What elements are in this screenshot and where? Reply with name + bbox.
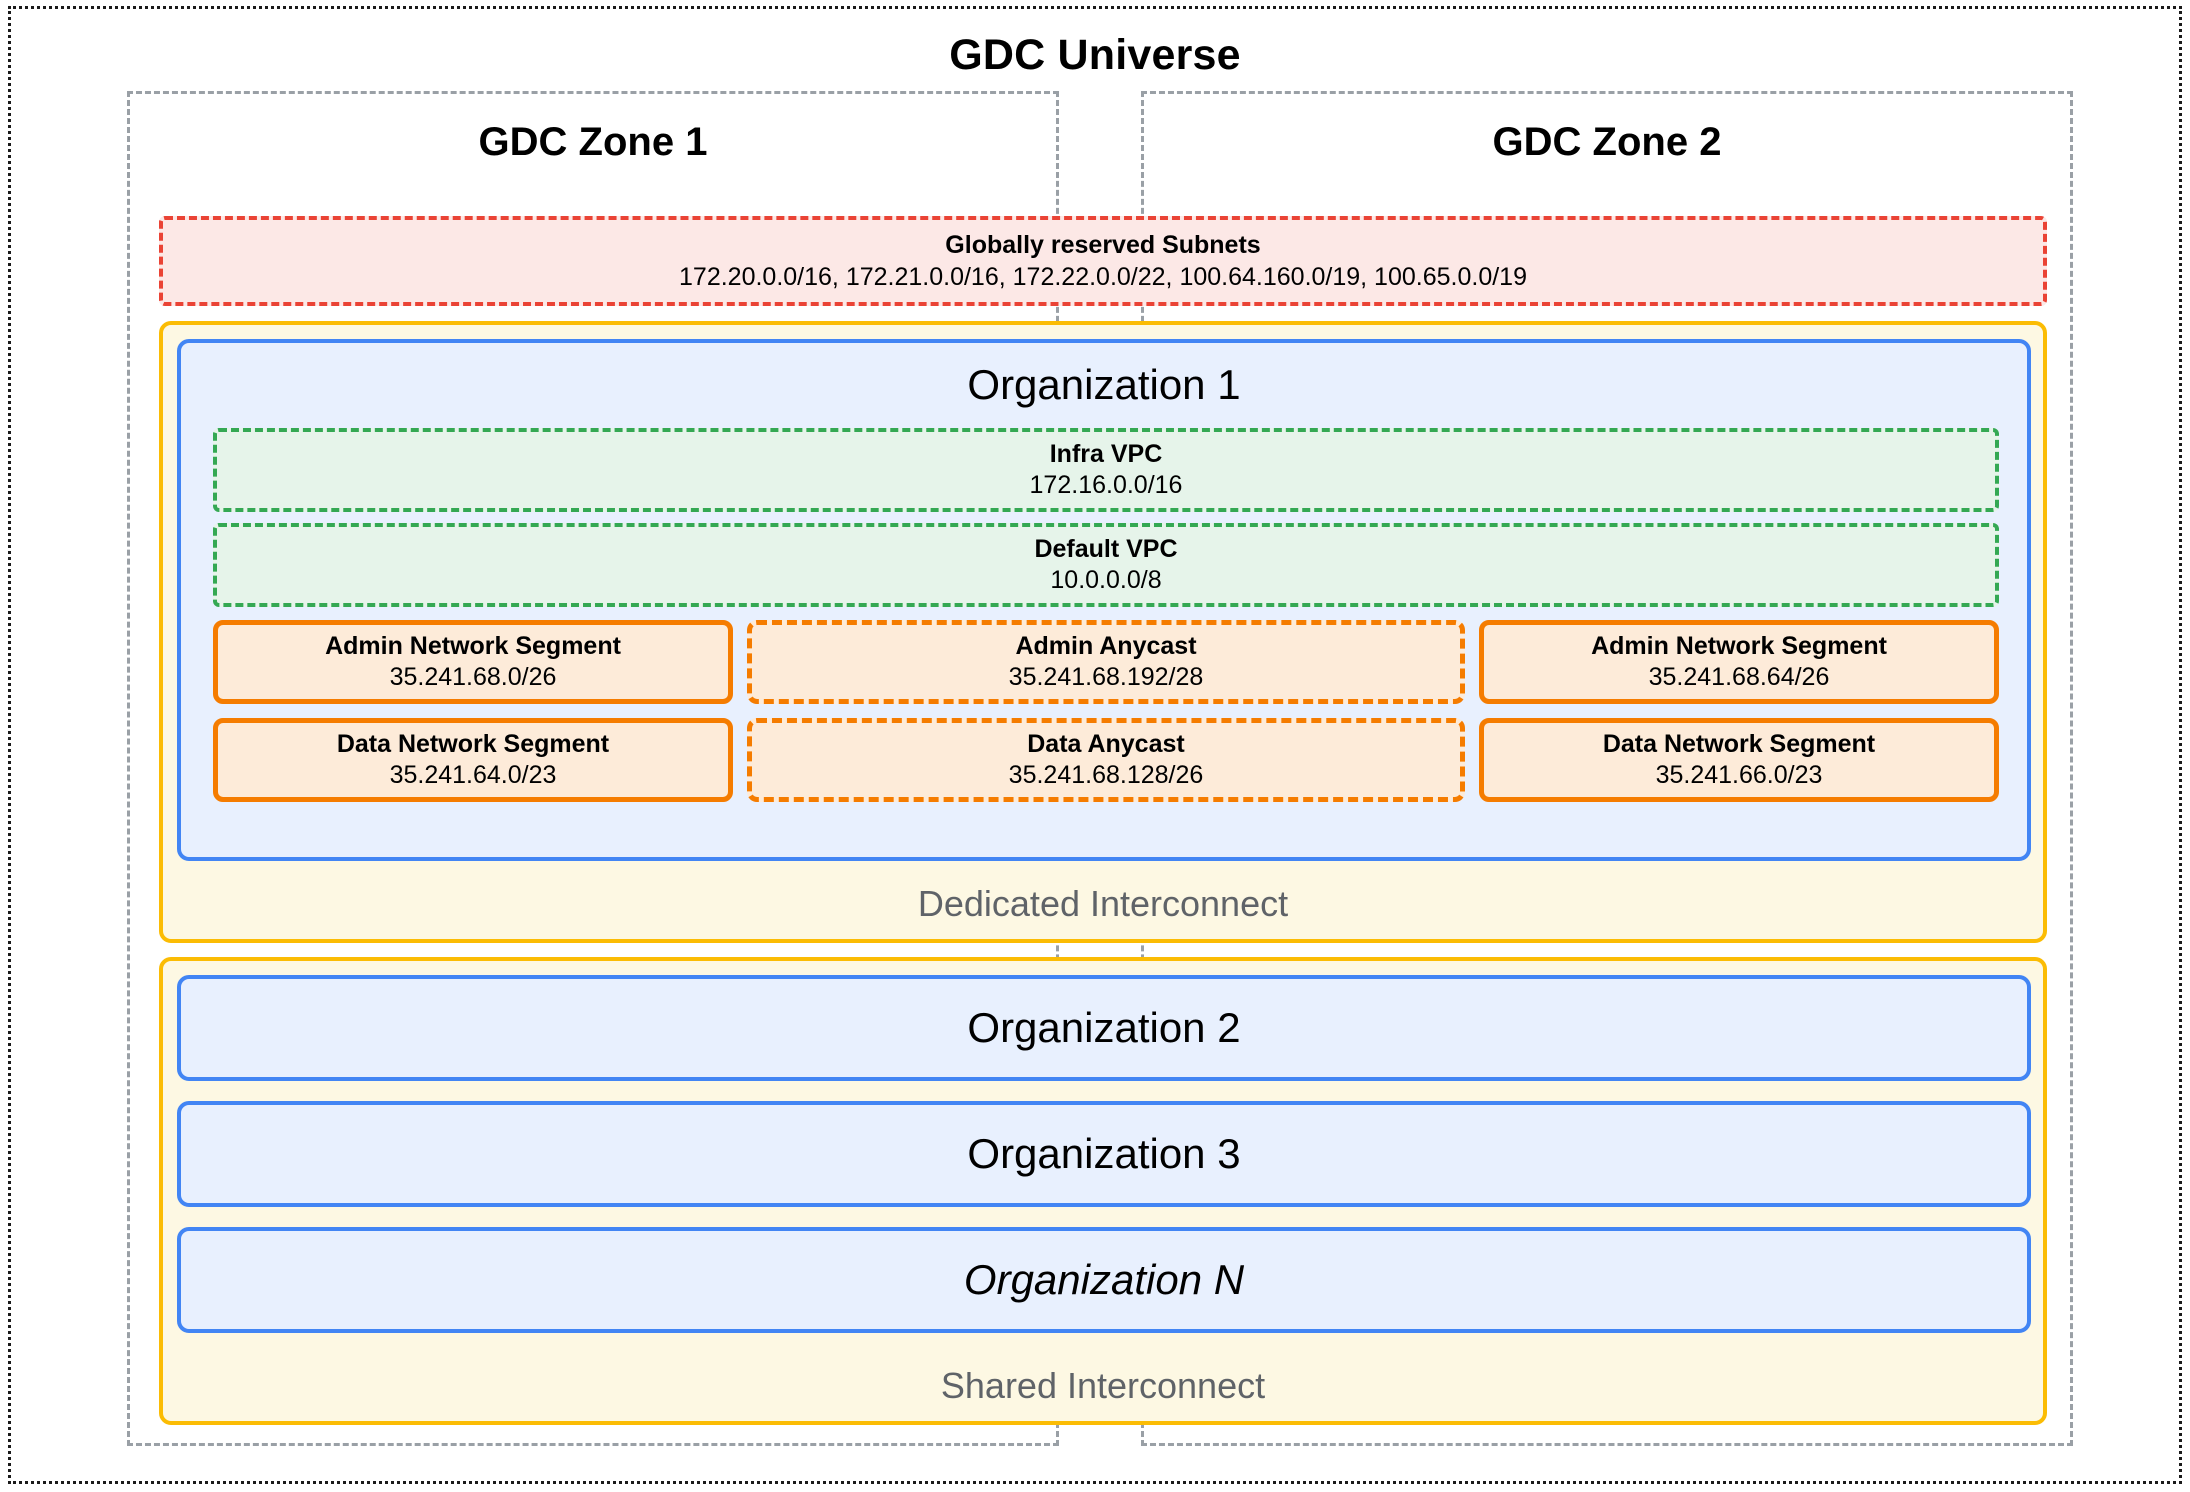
- organization-3-title: Organization 3: [967, 1130, 1241, 1177]
- gdc-universe-container: GDC Universe GDC Zone 1 GDC Zone 2 Globa…: [8, 6, 2182, 1484]
- organization-1-box: Organization 1 Infra VPC 172.16.0.0/16 D…: [177, 339, 2031, 861]
- dedicated-interconnect-label: Dedicated Interconnect: [917, 883, 1289, 924]
- zone-1-label: GDC Zone 1: [478, 120, 708, 164]
- admin-anycast-cidr: 35.241.68.192/28: [1008, 663, 1204, 691]
- admin-segment-zone2-name: Admin Network Segment: [1591, 632, 1887, 660]
- shared-interconnect-container: Organization 2 Organization 3 Organizati…: [159, 957, 2047, 1425]
- organization-n-title: Organization N: [963, 1256, 1245, 1303]
- admin-segment-zone1-cidr: 35.241.68.0/26: [389, 663, 557, 691]
- admin-segment-zone2-cidr: 35.241.68.64/26: [1648, 663, 1830, 691]
- organization-1-title: Organization 1: [967, 361, 1241, 408]
- admin-network-segment-zone2: Admin Network Segment 35.241.68.64/26: [1479, 620, 1999, 704]
- default-vpc-name: Default VPC: [1034, 535, 1178, 563]
- data-network-segment-zone1: Data Network Segment 35.241.64.0/23: [213, 718, 733, 802]
- admin-anycast-name: Admin Anycast: [1015, 632, 1197, 660]
- admin-anycast-box: Admin Anycast 35.241.68.192/28: [747, 620, 1465, 704]
- admin-segment-zone1-name: Admin Network Segment: [325, 632, 621, 660]
- data-segment-zone1-name: Data Network Segment: [336, 730, 610, 758]
- universe-title: GDC Universe: [949, 31, 1241, 79]
- organization-2-box: Organization 2: [177, 975, 2031, 1081]
- organization-3-box: Organization 3: [177, 1101, 2031, 1207]
- data-segment-zone2-name: Data Network Segment: [1602, 730, 1876, 758]
- admin-network-segment-zone1: Admin Network Segment 35.241.68.0/26: [213, 620, 733, 704]
- default-vpc-cidr: 10.0.0.0/8: [1050, 566, 1162, 594]
- infra-vpc-box: Infra VPC 172.16.0.0/16: [213, 428, 1999, 512]
- default-vpc-box: Default VPC 10.0.0.0/8: [213, 523, 1999, 607]
- dedicated-interconnect-container: Organization 1 Infra VPC 172.16.0.0/16 D…: [159, 321, 2047, 943]
- infra-vpc-name: Infra VPC: [1049, 440, 1163, 468]
- globally-reserved-subnets-box: Globally reserved Subnets 172.20.0.0/16,…: [159, 216, 2047, 306]
- data-segment-zone2-cidr: 35.241.66.0/23: [1655, 761, 1823, 789]
- zone-2-label: GDC Zone 2: [1492, 120, 1722, 164]
- data-segment-zone1-cidr: 35.241.64.0/23: [389, 761, 557, 789]
- reserved-subnets-title: Globally reserved Subnets: [945, 230, 1261, 259]
- organization-n-box: Organization N: [177, 1227, 2031, 1333]
- data-anycast-name: Data Anycast: [1027, 730, 1185, 758]
- data-anycast-cidr: 35.241.68.128/26: [1008, 761, 1204, 789]
- data-anycast-box: Data Anycast 35.241.68.128/26: [747, 718, 1465, 802]
- reserved-subnets-list: 172.20.0.0/16, 172.21.0.0/16, 172.22.0.0…: [679, 262, 1527, 291]
- shared-interconnect-label: Shared Interconnect: [940, 1365, 1266, 1406]
- data-network-segment-zone2: Data Network Segment 35.241.66.0/23: [1479, 718, 1999, 802]
- organization-2-title: Organization 2: [967, 1004, 1241, 1051]
- infra-vpc-cidr: 172.16.0.0/16: [1029, 471, 1183, 499]
